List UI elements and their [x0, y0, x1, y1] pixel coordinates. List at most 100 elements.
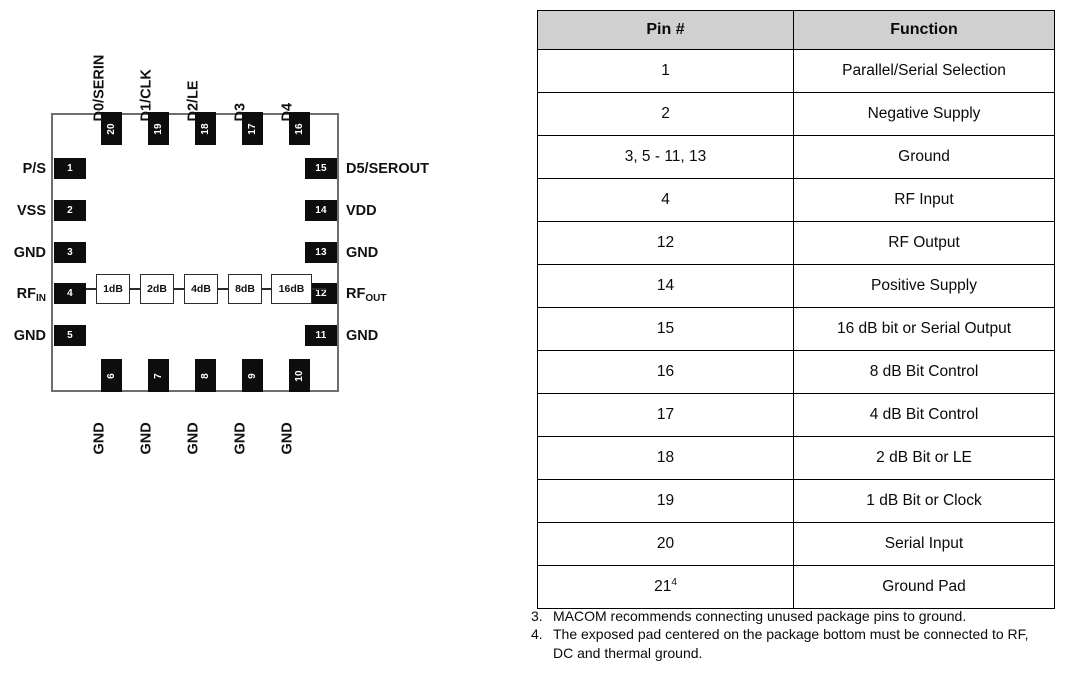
wire-2: [174, 288, 184, 290]
cell-pin: 18: [537, 436, 794, 480]
pad-5-number: 5: [67, 330, 73, 341]
pin-label-left-2: VSS: [16, 203, 46, 219]
footnotes: 3. MACOM recommends connecting unused pa…: [531, 607, 1051, 662]
pad-3[interactable]: 3: [54, 242, 86, 263]
pin-label-bottom-6: GND: [91, 422, 108, 455]
wire-3: [218, 288, 228, 290]
pad-19-number: 19: [152, 122, 164, 135]
pad-11-number: 11: [315, 330, 327, 341]
pad-4[interactable]: 4: [54, 283, 86, 304]
pad-16[interactable]: 16: [289, 112, 310, 145]
pad-2[interactable]: 2: [54, 200, 86, 221]
pin-label-right-13: GND: [346, 245, 379, 261]
cell-pin: 4: [537, 178, 794, 222]
cell-function: Parallel/Serial Selection: [793, 49, 1055, 93]
pad-6[interactable]: 6: [101, 359, 122, 392]
pin-label-left-4-text: RF: [16, 286, 36, 302]
pad-7-number: 7: [152, 372, 164, 379]
cell-pin: 12: [537, 221, 794, 265]
pad-14[interactable]: 14: [305, 200, 337, 221]
cell-pin: 19: [537, 479, 794, 523]
pin-label-bottom-8: GND: [185, 422, 202, 455]
pin-label-left-5: GND: [13, 328, 46, 344]
footnote-4: 4. The exposed pad centered on the packa…: [531, 625, 1051, 662]
cell-function: Ground: [793, 135, 1055, 179]
pin-label-left-3: GND: [13, 245, 46, 261]
cell-pin-text: 21: [654, 578, 672, 596]
cell-pin: 16: [537, 350, 794, 394]
pad-17-number: 17: [246, 122, 258, 135]
attenuator-stage-2db[interactable]: 2dB: [140, 274, 174, 304]
cell-pin: 20: [537, 522, 794, 566]
pad-20-number: 20: [105, 122, 117, 135]
footnote-4-text: The exposed pad centered on the package …: [553, 626, 1029, 661]
pin-label-right-14: VDD: [346, 203, 377, 219]
cell-pin: 14: [537, 264, 794, 308]
pinout-diagram: D0/SERIN D1/CLK D2/LE D3 D4 20 19 18 17 …: [0, 0, 520, 690]
cell-function: 1 dB Bit or Clock: [793, 479, 1055, 523]
attenuator-stage-8db[interactable]: 8dB: [228, 274, 262, 304]
pad-13-number: 13: [315, 247, 327, 258]
attenuator-stage-16db[interactable]: 16dB: [271, 274, 312, 304]
pin-label-right-15: D5/SEROUT: [346, 161, 429, 177]
pad-8[interactable]: 8: [195, 359, 216, 392]
package-body-outline: [51, 113, 339, 392]
attenuator-chain: 1dB 2dB 4dB 8dB 16dB: [86, 274, 326, 308]
pad-13[interactable]: 13: [305, 242, 337, 263]
cell-function: 16 dB bit or Serial Output: [793, 307, 1055, 351]
cell-function: 2 dB Bit or LE: [793, 436, 1055, 480]
pad-8-number: 8: [199, 372, 211, 379]
pad-14-number: 14: [315, 205, 327, 216]
pad-18[interactable]: 18: [195, 112, 216, 145]
pad-16-number: 16: [293, 122, 305, 135]
table-row: 214 Ground Pad: [537, 565, 1055, 609]
pad-5[interactable]: 5: [54, 325, 86, 346]
cell-function: Serial Input: [793, 522, 1055, 566]
pad-19[interactable]: 19: [148, 112, 169, 145]
cell-pin: 17: [537, 393, 794, 437]
cell-pin: 15: [537, 307, 794, 351]
pin-label-right-12-text: RF: [346, 286, 366, 302]
pad-7[interactable]: 7: [148, 359, 169, 392]
pad-11[interactable]: 11: [305, 325, 337, 346]
attenuator-stage-1db[interactable]: 1dB: [96, 274, 130, 304]
column-header-function: Function: [793, 10, 1055, 50]
pad-2-number: 2: [67, 205, 73, 216]
cell-function: 8 dB Bit Control: [793, 350, 1055, 394]
column-header-pin-number: Pin #: [537, 10, 794, 50]
cell-pin: 2: [537, 92, 794, 136]
pad-4-number: 4: [67, 288, 73, 299]
pad-12-number: 12: [315, 288, 327, 299]
cell-function: Negative Supply: [793, 92, 1055, 136]
pad-10[interactable]: 10: [289, 359, 310, 392]
pad-1[interactable]: 1: [54, 158, 86, 179]
pad-17[interactable]: 17: [242, 112, 263, 145]
pad-15[interactable]: 15: [305, 158, 337, 179]
footnote-3: 3. MACOM recommends connecting unused pa…: [531, 607, 1051, 625]
cell-pin: 3, 5 - 11, 13: [537, 135, 794, 179]
pin-label-bottom-10: GND: [279, 422, 296, 455]
pin-label-left-1: P/S: [22, 161, 46, 177]
pin-label-left-4-sub: IN: [36, 293, 46, 304]
attenuator-stage-4db[interactable]: 4dB: [184, 274, 218, 304]
wire-1: [130, 288, 140, 290]
footnote-3-text: MACOM recommends connecting unused packa…: [553, 608, 967, 624]
pad-20[interactable]: 20: [101, 112, 122, 145]
cell-pin-footnote-marker: 4: [671, 577, 677, 589]
pad-9[interactable]: 9: [242, 359, 263, 392]
cell-function: Positive Supply: [793, 264, 1055, 308]
footnote-4-number: 4.: [531, 626, 543, 643]
